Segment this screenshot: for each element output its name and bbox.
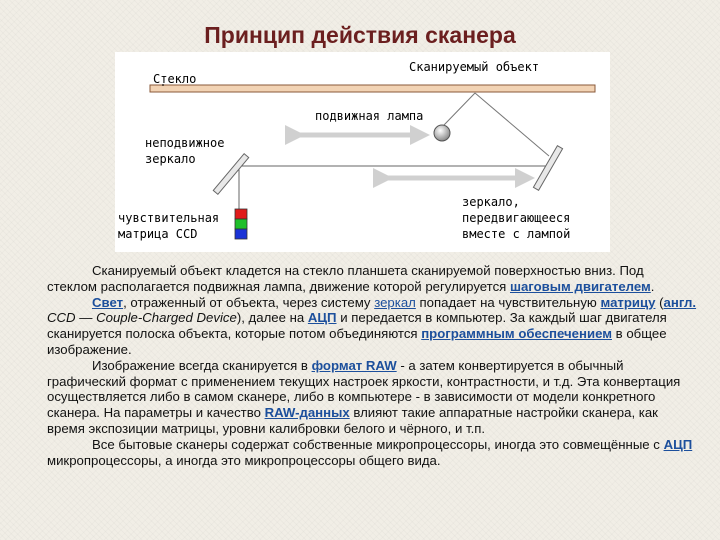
light-ray-glass-mirror [474, 92, 550, 157]
glass-plate [149, 84, 596, 93]
fixed-mirror-label-line1: неподвижное [145, 136, 225, 150]
paragraph-1: Сканируемый объект кладется на стекло пл… [47, 263, 655, 294]
paragraph-2: Свет, отраженный от объекта, через систе… [47, 294, 697, 357]
page-title: Принцип действия сканера [204, 22, 516, 48]
moving-mirror-label-line3: вместе с лампой [462, 227, 571, 241]
link-mirrors[interactable]: зеркал [374, 294, 416, 310]
link-stepper-motor[interactable]: шаговым двигателем [509, 278, 651, 294]
lamp-label: подвижная лампа [315, 109, 424, 123]
link-raw-data[interactable]: RAW-данных [264, 405, 350, 421]
ccd-red [234, 208, 248, 220]
fixed-mirror-label-line2: зеркало [145, 152, 196, 166]
ccd-green [234, 218, 248, 230]
ccd-term: CCD — Couple-Charged Device [47, 310, 237, 326]
moving-mirror-label-line2: передвигающееся [462, 211, 571, 225]
scanner-diagram: Стекло Сканируемый объект подвижная ламп… [115, 52, 610, 252]
object-label: Сканируемый объект [409, 60, 540, 74]
paragraph-3: Изображение всегда сканируется в формат … [47, 357, 681, 436]
light-ray-lamp-glass [443, 92, 476, 126]
moving-mirror [532, 145, 564, 191]
link-raw-format[interactable]: формат RAW [311, 357, 397, 373]
moving-mirror-label-line1: зеркало, [462, 195, 520, 209]
link-matrix[interactable]: матрицу [600, 294, 656, 310]
article-text: Сканируемый объект кладется на стекло пл… [47, 263, 697, 468]
paragraph-4: Все бытовые сканеры содержат собственные… [47, 436, 693, 468]
scanner-diagram-svg [149, 84, 596, 240]
moving-lamp [433, 124, 451, 142]
link-adc-2[interactable]: АЦП [663, 436, 693, 452]
link-adc[interactable]: АЦП [307, 310, 337, 326]
ccd-label-line2: матрица CCD [118, 227, 198, 241]
glass-label: Стекло [153, 72, 197, 86]
link-light[interactable]: Свет [92, 294, 124, 310]
ccd-blue [234, 228, 248, 240]
fixed-mirror [212, 152, 250, 196]
link-software[interactable]: программным обеспечением [421, 326, 612, 342]
ccd-label-line1: чувствительная [118, 211, 220, 225]
link-english[interactable]: англ. [663, 294, 697, 310]
